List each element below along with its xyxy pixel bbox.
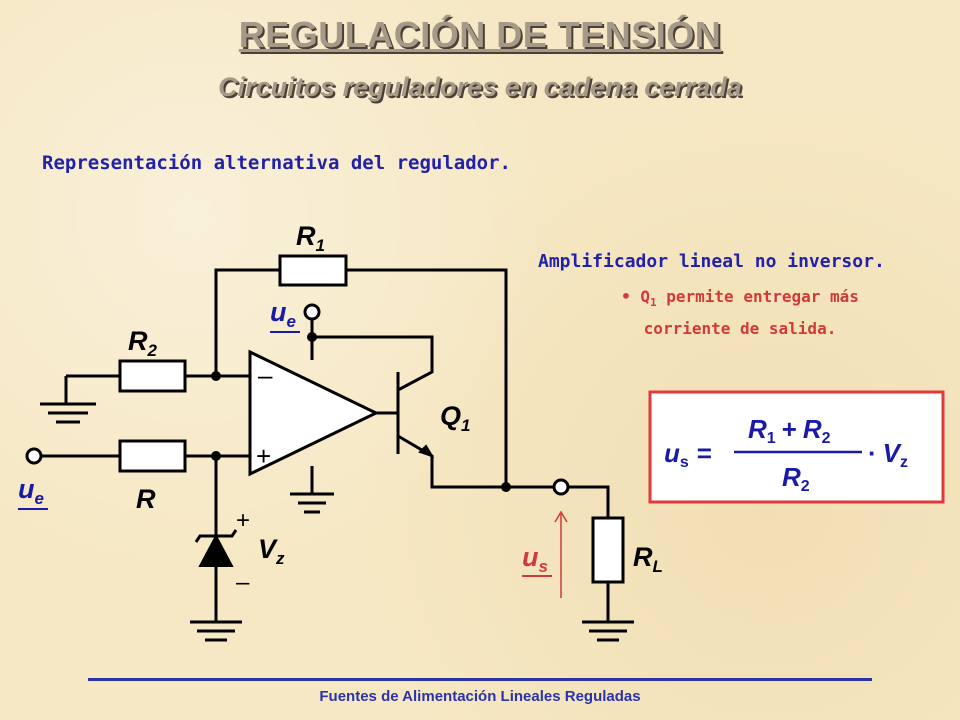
label-r: R <box>136 484 156 514</box>
ground-icon <box>582 620 634 642</box>
terminal-output <box>552 478 570 496</box>
intro-text: Representación alternativa del regulador… <box>42 152 511 174</box>
footer-divider <box>88 678 872 681</box>
footer-text: Fuentes de Alimentación Lineales Regulad… <box>319 688 641 705</box>
note-line2: corriente de salida. <box>643 319 837 339</box>
zener-plus-sign: + <box>236 507 250 534</box>
zener-diode <box>194 529 238 567</box>
note-q-sub: 1 <box>650 296 657 310</box>
label-r2: R2 <box>128 326 158 360</box>
resistor-r <box>118 439 187 473</box>
resistor-r1 <box>278 254 348 287</box>
wires <box>40 268 610 622</box>
note-line1: permite entregar más <box>656 287 859 306</box>
ground-icon <box>290 492 334 514</box>
resistors <box>118 254 625 584</box>
label-vz: Vz <box>258 534 285 568</box>
note-bullet: • <box>621 287 631 306</box>
terminals <box>25 303 570 496</box>
opamp-triangle <box>248 349 380 477</box>
label-ue-left: ue <box>18 474 44 508</box>
label-ue-top: ue <box>270 297 296 331</box>
formula-box: us= R1+R2 R2 ·Vz <box>648 390 945 504</box>
label-rl: RL <box>633 542 663 576</box>
resistor-r2 <box>118 359 187 393</box>
formula-lhs: us= <box>664 438 712 471</box>
us-arrow-icon <box>554 510 568 598</box>
emitter-arrow-icon <box>418 444 435 458</box>
formula-denominator: R2 <box>782 462 810 495</box>
resistor-rl <box>591 516 625 584</box>
junction-dots <box>211 332 511 492</box>
zener-minus-sign: – <box>236 569 250 596</box>
terminal-ue-left <box>25 447 43 465</box>
formula-numerator: R1+R2 <box>748 414 831 447</box>
label-us: us <box>522 542 548 576</box>
formula-vz: ·Vz <box>868 438 908 471</box>
page-subtitle: Circuitos reguladores en cadena cerrada <box>218 72 742 102</box>
opamp-minus-sign: – <box>258 360 273 390</box>
label-q1: Q1 <box>440 401 470 435</box>
ground-icon <box>190 620 242 642</box>
ground-icon <box>40 402 96 424</box>
label-r1: R1 <box>296 221 325 255</box>
ground-symbols <box>40 402 634 642</box>
page-title: REGULACIÓN DE TENSIÓN <box>238 14 722 55</box>
amplifier-title: Amplificador lineal no inversor. <box>538 251 885 272</box>
q1-note: • Q1 permite entregar más corriente de s… <box>560 284 920 342</box>
note-q: Q <box>640 287 650 306</box>
terminal-ue-top <box>303 303 321 321</box>
opamp-plus-sign: + <box>256 441 271 471</box>
